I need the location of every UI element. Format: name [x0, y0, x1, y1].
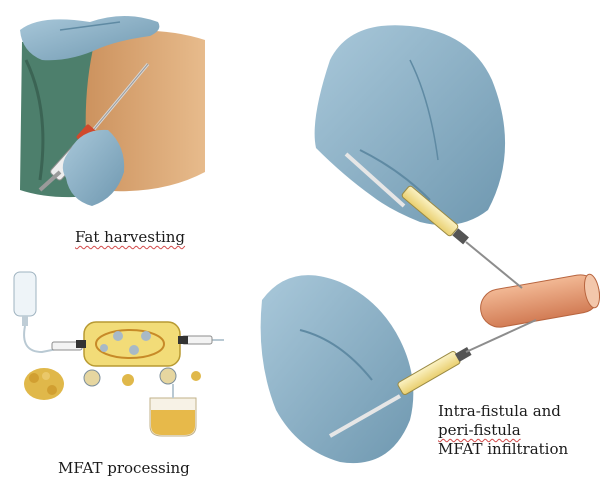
mfat-processing-label: MFAT processing: [58, 459, 190, 477]
saline-bag-icon: [14, 272, 36, 326]
infiltration-panel: [261, 25, 600, 463]
fat-harvesting-panel: [20, 16, 205, 206]
fat-harvesting-caption: Fat harvesting: [75, 229, 185, 246]
fistula-tract-icon: [478, 272, 600, 330]
mfat-processing-panel: [14, 272, 224, 436]
infiltration-caption-line-1: Intra-fistula and: [438, 403, 568, 422]
mfat-processing-caption: MFAT processing: [58, 460, 190, 477]
fat-tissue-icon: [24, 368, 64, 400]
mfat-infiltration-caption: Intra-fistula and peri-fistula MFAT infi…: [438, 403, 568, 460]
fat-harvesting-label: Fat harvesting: [75, 228, 185, 246]
gloved-hand-icon: [261, 275, 414, 463]
infiltration-caption-line-2: peri-fistula: [438, 421, 521, 439]
infiltration-caption-line-3: MFAT infiltration: [438, 441, 568, 460]
processing-device-icon: [76, 322, 188, 366]
collection-bag-icon: [150, 384, 196, 436]
